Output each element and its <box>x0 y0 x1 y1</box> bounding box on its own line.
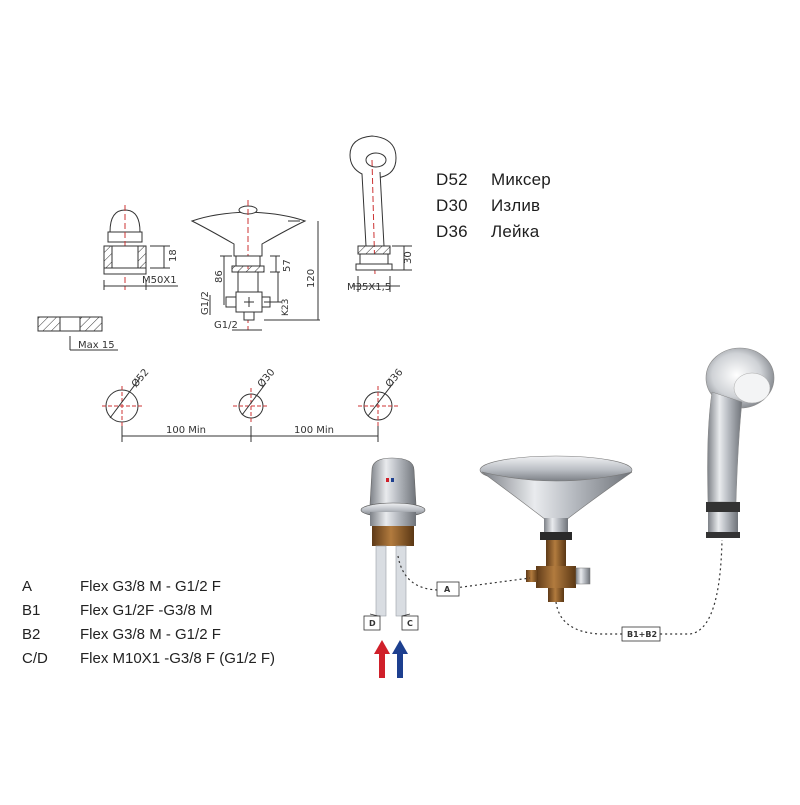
legend-name: Лейка <box>491 222 540 241</box>
mixer-height-label: 18 <box>168 249 179 262</box>
spout-render <box>479 455 633 602</box>
slab-thickness-label: Max 15 <box>78 340 115 351</box>
mixer-render <box>360 457 426 617</box>
legend-code: D36 <box>436 222 468 241</box>
mounting-holes <box>102 377 398 442</box>
legend-row-d30: D30 Излив <box>436 196 586 218</box>
hole-d30-label: Ø30 <box>255 366 277 390</box>
hose-code: A <box>22 578 33 595</box>
legend-row-d36: D36 Лейка <box>436 222 586 244</box>
shower-thread-label: M35X1,5 <box>347 282 391 293</box>
hot-water-arrow <box>374 640 390 678</box>
hose-row-b2: B2 Flex G3/8 M - G1/2 F <box>22 626 322 646</box>
hose-code: C/D <box>22 650 48 667</box>
spout-drawing <box>190 200 320 331</box>
legend-name: Миксер <box>491 170 551 189</box>
hose-row-a: A Flex G3/8 M - G1/2 F <box>22 578 322 598</box>
shower-render <box>705 347 775 538</box>
hose-desc: Flex G3/8 M - G1/2 F <box>80 626 221 643</box>
legend-row-d52: D52 Миксер <box>436 170 586 192</box>
hose-paths <box>397 539 723 635</box>
hose-row-b1: B1 Flex G1/2F -G3/8 M <box>22 602 322 622</box>
shower-drawing <box>349 135 412 292</box>
spout-120-label: 120 <box>306 269 317 288</box>
spout-inlet-bottom-label: G1/2 <box>214 320 238 331</box>
legend-code: D30 <box>436 196 468 215</box>
spout-inlet-side-label: G1/2 <box>200 291 211 315</box>
spacing-1-label: 100 Min <box>166 425 206 436</box>
spout-57-label: 57 <box>282 259 293 272</box>
shower-height-label: 30 <box>403 251 414 264</box>
spacing-2-label: 100 Min <box>294 425 334 436</box>
svg-text:C: C <box>407 619 413 628</box>
tag-b1b2: B1+B2 <box>621 626 661 642</box>
hose-row-cd: C/D Flex M10X1 -G3/8 F (G1/2 F) <box>22 650 342 670</box>
svg-text:B1+B2: B1+B2 <box>627 630 657 639</box>
svg-text:A: A <box>444 585 451 594</box>
hose-desc: Flex G3/8 M - G1/2 F <box>80 578 221 595</box>
hole-d36-label: Ø36 <box>383 366 405 390</box>
hole-d52-label: Ø52 <box>129 366 151 390</box>
tag-a: A <box>436 581 460 597</box>
tag-d: D <box>363 613 381 631</box>
spout-k23-label: K23 <box>281 299 291 316</box>
mixer-drawing <box>103 205 178 290</box>
tag-c: C <box>401 613 419 631</box>
svg-text:D: D <box>369 619 376 628</box>
hose-desc: Flex G1/2F -G3/8 M <box>80 602 213 619</box>
cold-water-arrow <box>392 640 408 678</box>
hose-desc: Flex M10X1 -G3/8 F (G1/2 F) <box>80 650 276 667</box>
legend-code: D52 <box>436 170 468 189</box>
legend-name: Излив <box>491 196 541 215</box>
mixer-thread-label: M50X1 <box>142 275 177 286</box>
spout-86-label: 86 <box>214 270 225 283</box>
hose-code: B1 <box>22 602 41 619</box>
hose-code: B2 <box>22 626 41 643</box>
slab-section <box>37 316 118 351</box>
